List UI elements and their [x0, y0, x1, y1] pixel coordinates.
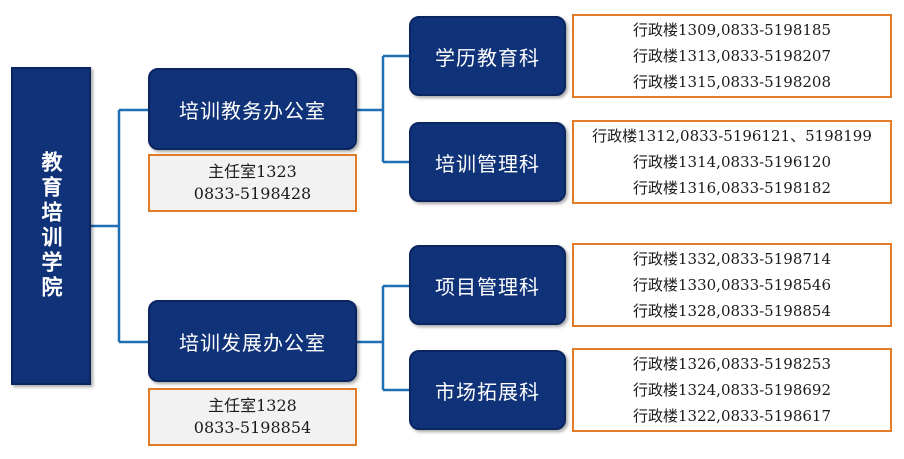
dept-contacts-2: 行政楼1312,0833-5196121、5198199 行政楼1314,083…: [572, 120, 892, 204]
contact-line: 行政楼1322,0833-5198617: [633, 407, 831, 425]
dept-node-project-management: 项目管理科: [409, 245, 566, 325]
dept-contacts-3: 行政楼1332,0833-5198714 行政楼1330,0833-519854…: [572, 243, 892, 327]
root-node: 教育培训学院: [11, 67, 91, 385]
office-info-teaching: 主任室1323 0833-5198428: [148, 154, 357, 212]
office-phone: 0833-5198854: [193, 418, 312, 437]
contact-line: 行政楼1313,0833-5198207: [633, 47, 831, 65]
contact-line: 行政楼1312,0833-5196121、5198199: [592, 127, 872, 145]
contact-line: 行政楼1316,0833-5198182: [633, 179, 831, 197]
office-room: 主任室1323: [208, 162, 297, 181]
dept-label: 学历教育科: [435, 45, 540, 70]
contact-line: 行政楼1315,0833-5198208: [633, 73, 831, 91]
office-label: 培训教务办公室: [179, 98, 326, 123]
contact-line: 行政楼1324,0833-5198692: [633, 381, 831, 399]
contact-line: 行政楼1328,0833-5198854: [633, 302, 831, 320]
dept-node-degree-education: 学历教育科: [409, 16, 566, 96]
contact-line: 行政楼1314,0833-5196120: [633, 153, 831, 171]
contact-line: 行政楼1332,0833-5198714: [633, 250, 831, 268]
contact-line: 行政楼1330,0833-5198546: [633, 276, 831, 294]
office-label: 培训发展办公室: [179, 330, 326, 355]
root-label: 教育培训学院: [39, 151, 63, 301]
contact-line: 行政楼1326,0833-5198253: [633, 355, 831, 373]
dept-label: 项目管理科: [435, 274, 540, 299]
dept-node-market-expansion: 市场拓展科: [409, 350, 566, 430]
contact-line: 行政楼1309,0833-5198185: [633, 21, 831, 39]
office-node-development: 培训发展办公室: [148, 300, 357, 382]
dept-label: 市场拓展科: [435, 379, 540, 404]
office-room: 主任室1328: [208, 396, 297, 415]
dept-label: 培训管理科: [435, 151, 540, 176]
office-node-teaching: 培训教务办公室: [148, 68, 357, 150]
dept-contacts-4: 行政楼1326,0833-5198253 行政楼1324,0833-519869…: [572, 348, 892, 432]
dept-node-training-management: 培训管理科: [409, 122, 566, 202]
dept-contacts-1: 行政楼1309,0833-5198185 行政楼1313,0833-519820…: [572, 14, 892, 98]
office-phone: 0833-5198428: [193, 184, 312, 203]
office-info-development: 主任室1328 0833-5198854: [148, 388, 357, 446]
